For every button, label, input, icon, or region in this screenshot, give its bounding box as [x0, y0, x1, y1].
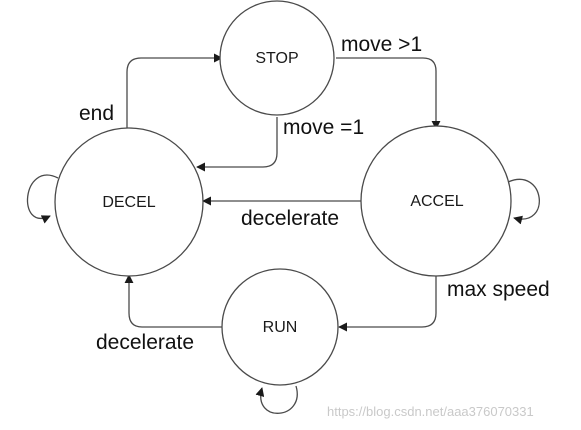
label-move-gt-1: move >1 — [341, 33, 422, 56]
self-loop-run — [255, 385, 298, 414]
edge-stop-to-accel — [336, 57, 441, 130]
state-run: RUN — [221, 268, 339, 386]
watermark-text: https://blog.csdn.net/aaa376070331 — [327, 404, 534, 419]
state-label-decel: DECEL — [102, 194, 155, 211]
self-loop-accel — [507, 178, 540, 225]
edge-decel-to-stop — [126, 53, 223, 128]
label-max-speed: max speed — [447, 278, 550, 301]
state-stop: STOP — [219, 0, 335, 116]
state-accel: ACCEL — [360, 125, 512, 277]
self-loop-decel — [26, 174, 59, 224]
edge-accel-to-run — [338, 270, 437, 332]
edge-run-to-decel — [124, 274, 222, 328]
label-decelerate-run: decelerate — [96, 331, 194, 354]
label-decelerate-accel: decelerate — [241, 207, 339, 230]
label-end: end — [79, 102, 114, 125]
state-label-stop: STOP — [255, 50, 298, 67]
state-decel: DECEL — [54, 127, 204, 277]
state-label-run: RUN — [263, 319, 298, 336]
state-label-accel: ACCEL — [410, 193, 463, 210]
label-move-eq-1: move =1 — [283, 116, 364, 139]
edge-stop-to-decel — [196, 117, 278, 172]
